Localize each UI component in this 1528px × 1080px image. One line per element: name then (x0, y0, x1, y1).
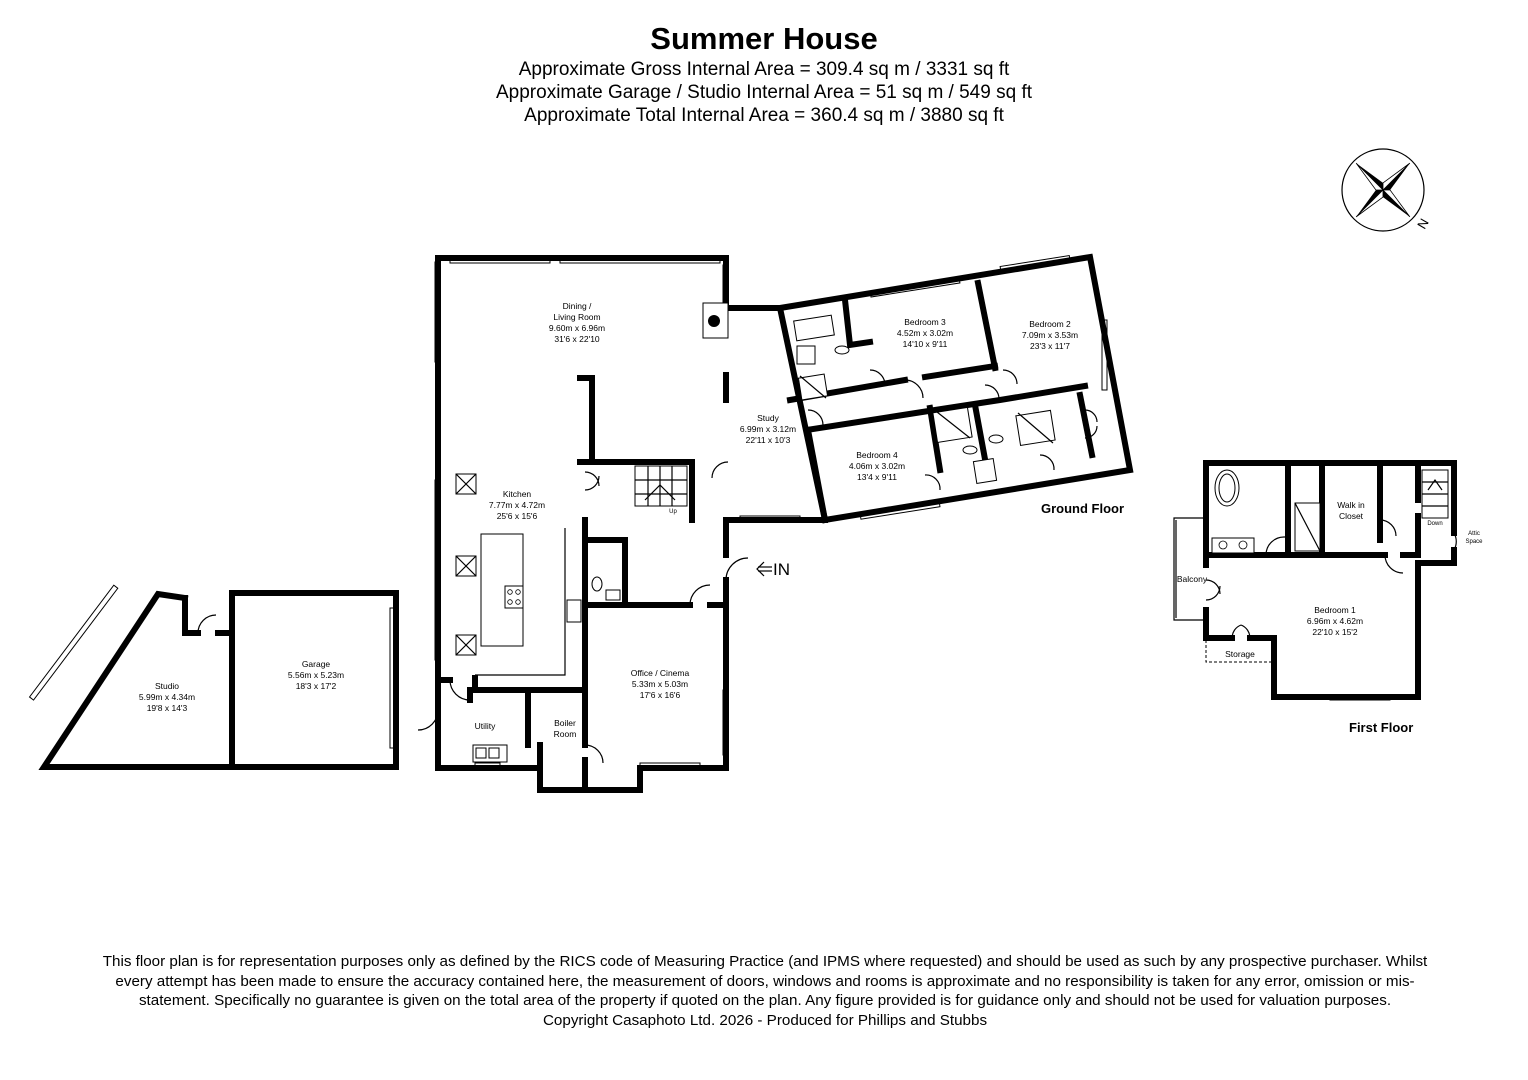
svg-text:7.77m x 4.72m: 7.77m x 4.72m (489, 500, 545, 510)
svg-text:Attic: Attic (1468, 531, 1480, 537)
room-office-cinema: Office / Cinema 5.33m x 5.03m 17'6 x 16'… (631, 668, 690, 700)
first-floor-stairs-icon: Down (1421, 469, 1449, 527)
svg-text:Bedroom 1: Bedroom 1 (1314, 605, 1356, 615)
copyright-text: Copyright Casaphoto Ltd. 2026 - Produced… (542, 1011, 988, 1029)
plan-footer: This floor plan is for representation pu… (90, 952, 1440, 1030)
room-studio: Studio 5.99m x 4.34m 19'8 x 14'3 (139, 681, 195, 713)
svg-text:Bedroom 2: Bedroom 2 (1029, 319, 1071, 329)
first-floor-label: First Floor (1349, 720, 1413, 735)
stairs-down-label: Down (1427, 521, 1442, 527)
svg-text:Closet: Closet (1339, 511, 1364, 521)
svg-text:Space: Space (1465, 539, 1483, 545)
svg-text:5.33m x 5.03m: 5.33m x 5.03m (632, 679, 688, 689)
room-boiler: Boiler Room (554, 718, 577, 739)
svg-text:22'11 x 10'3: 22'11 x 10'3 (746, 435, 791, 445)
ground-floor-plan: Up (417, 253, 1134, 793)
garage-studio-plan: Studio 5.99m x 4.34m 19'8 x 14'3 Garage … (28, 584, 399, 770)
svg-text:4.06m x 3.02m: 4.06m x 3.02m (849, 461, 905, 471)
room-dining-living: Dining / Living Room 9.60m x 6.96m 31'6 … (549, 301, 605, 344)
svg-text:7.09m x 3.53m: 7.09m x 3.53m (1022, 330, 1078, 340)
svg-text:Kitchen: Kitchen (503, 489, 532, 499)
svg-text:Boiler: Boiler (554, 718, 576, 728)
svg-text:6.99m x 3.12m: 6.99m x 3.12m (740, 424, 796, 434)
svg-text:Bedroom 4: Bedroom 4 (856, 450, 898, 460)
svg-text:18'3 x 17'2: 18'3 x 17'2 (296, 681, 337, 691)
property-title: Summer House (650, 21, 878, 56)
room-attic-space: Attic Space (1465, 531, 1483, 545)
room-study: Study 6.99m x 3.12m 22'11 x 10'3 (740, 413, 796, 445)
svg-text:6.96m x 4.62m: 6.96m x 4.62m (1307, 616, 1363, 626)
svg-text:Room: Room (554, 729, 577, 739)
room-garage: Garage 5.56m x 5.23m 18'3 x 17'2 (288, 659, 344, 691)
svg-text:Walk in: Walk in (1337, 500, 1365, 510)
svg-text:22'10 x 15'2: 22'10 x 15'2 (1312, 627, 1358, 637)
svg-text:5.56m x 5.23m: 5.56m x 5.23m (288, 670, 344, 680)
plan-header: Summer House Approximate Gross Internal … (0, 20, 1528, 127)
total-internal-area: Approximate Total Internal Area = 360.4 … (524, 105, 1004, 126)
svg-text:25'6 x 15'6: 25'6 x 15'6 (497, 511, 538, 521)
gross-internal-area: Approximate Gross Internal Area = 309.4 … (518, 59, 1010, 80)
skylight-icon (455, 473, 477, 656)
svg-text:17'6 x 16'6: 17'6 x 16'6 (640, 690, 681, 700)
svg-text:5.99m x 4.34m: 5.99m x 4.34m (139, 692, 195, 702)
room-bedroom-1: Bedroom 1 6.96m x 4.62m 22'10 x 15'2 (1307, 605, 1363, 637)
stairs-up-label: Up (669, 509, 677, 515)
svg-text:Garage: Garage (302, 659, 331, 669)
entrance-label: IN (773, 560, 790, 579)
svg-text:Office / Cinema: Office / Cinema (631, 668, 690, 678)
room-storage: Storage (1225, 649, 1255, 659)
svg-text:Bedroom 3: Bedroom 3 (904, 317, 946, 327)
svg-text:13'4 x 9'11: 13'4 x 9'11 (857, 472, 897, 482)
room-bedroom-4: Bedroom 4 4.06m x 3.02m 13'4 x 9'11 (849, 450, 905, 482)
svg-text:14'10 x 9'11: 14'10 x 9'11 (903, 339, 948, 349)
staircase-icon: Up (634, 465, 688, 515)
compass-rose-icon: N (1341, 148, 1432, 232)
svg-text:Dining /: Dining / (563, 301, 592, 311)
ground-floor-label: Ground Floor (1041, 501, 1124, 516)
svg-text:4.52m x 3.02m: 4.52m x 3.02m (897, 328, 953, 338)
svg-text:Studio: Studio (155, 681, 179, 691)
svg-text:Utility: Utility (475, 721, 497, 731)
svg-text:Study: Study (757, 413, 779, 423)
compass-north-label: N (1414, 216, 1432, 232)
svg-text:9.60m x 6.96m: 9.60m x 6.96m (549, 323, 605, 333)
room-bedroom-2: Bedroom 2 7.09m x 3.53m 23'3 x 11'7 (1022, 319, 1078, 351)
svg-text:23'3 x 11'7: 23'3 x 11'7 (1030, 341, 1070, 351)
room-kitchen: Kitchen 7.77m x 4.72m 25'6 x 15'6 (489, 489, 545, 521)
first-floor-plan: Down Bedroom 1 6.96m x 4.62m 22'10 x 15'… (1173, 460, 1483, 735)
svg-text:Living Room: Living Room (553, 312, 600, 322)
room-bedroom-3: Bedroom 3 4.52m x 3.02m 14'10 x 9'11 (897, 317, 953, 349)
garage-studio-area: Approximate Garage / Studio Internal Are… (496, 82, 1032, 103)
disclaimer-text: This floor plan is for representation pu… (102, 953, 1428, 1009)
entrance-arrow-icon (756, 561, 772, 577)
room-balcony: Balcony (1177, 574, 1208, 584)
svg-text:31'6 x 22'10: 31'6 x 22'10 (554, 334, 600, 344)
room-utility: Utility (475, 721, 497, 731)
svg-text:19'8 x 14'3: 19'8 x 14'3 (147, 703, 188, 713)
room-walk-in-closet: Walk in Closet (1337, 500, 1365, 521)
